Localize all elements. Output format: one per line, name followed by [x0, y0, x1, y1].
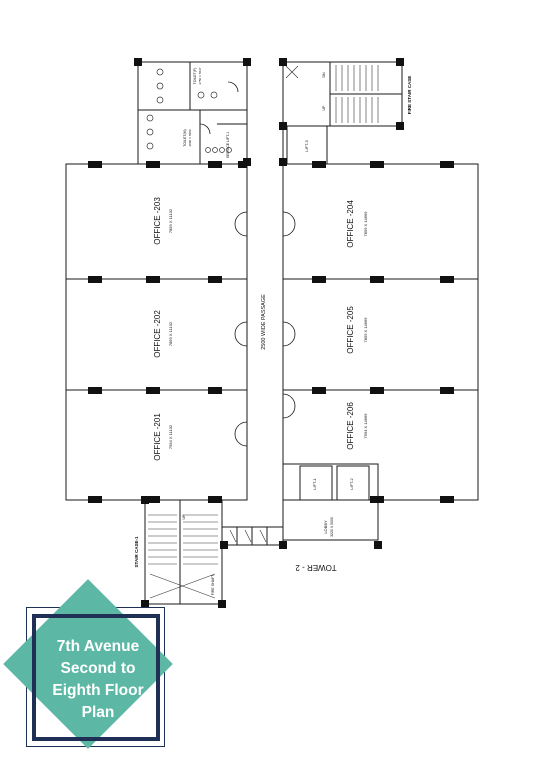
office-203-dims: 7859 X 11102	[168, 208, 173, 233]
toilet-f-label: TOILET(F)	[193, 68, 197, 85]
toilet-m-dims: 2800 X 6580	[188, 129, 192, 146]
office-204-dims: 7859 X 14669	[363, 211, 368, 237]
right-office-block	[282, 163, 479, 501]
fire-shaft-label: FIRE SHAFT	[211, 574, 215, 595]
up-label-1: UP	[182, 514, 186, 520]
office-202-dims: 7859 X 11102	[168, 321, 173, 346]
lift-3-label: LIFT-3	[304, 139, 309, 151]
office-204-label: OFFICE -204	[346, 200, 355, 248]
lift-1	[299, 465, 333, 501]
office-202-label: OFFICE -202	[153, 310, 162, 358]
toilet-f-dims: 2750 X 5647	[198, 67, 202, 84]
toilet-m-label: TOILET(M)	[183, 129, 187, 146]
stair-case-1	[144, 499, 223, 605]
lobby-dims: 3220 X 5000	[330, 517, 334, 537]
office-205-label: OFFICE -205	[346, 306, 355, 354]
lift-2-label: LIFT-2	[349, 477, 354, 489]
service-lift-label: SERVICE LIFT-1	[226, 132, 230, 158]
stair-case-1-label: STAIR CASE-1	[134, 536, 139, 567]
fire-stair-label: FIRE STAIR CASE	[407, 76, 412, 114]
office-206-dims: 7594 X 14669	[363, 413, 368, 439]
office-205-dims: 7859 X 14669	[363, 317, 368, 343]
lift-3	[286, 125, 328, 165]
lift-2	[336, 465, 370, 501]
up-label-2: UP	[322, 105, 326, 111]
lift-1-label: LIFT-1	[312, 477, 317, 489]
office-201-label: OFFICE -201	[153, 413, 162, 461]
passage-label: 2500 WIDE PASSAGE	[261, 294, 267, 350]
office-206-label: OFFICE -206	[346, 402, 355, 450]
lobby-label: LOBBY	[323, 520, 328, 534]
office-201-dims: 7594 X 11102	[168, 424, 173, 449]
toilet-core	[137, 61, 248, 165]
office-203-label: OFFICE -203	[153, 197, 162, 245]
tower-label: TOWER - 2	[295, 563, 337, 572]
dn-label: DN	[322, 72, 326, 78]
